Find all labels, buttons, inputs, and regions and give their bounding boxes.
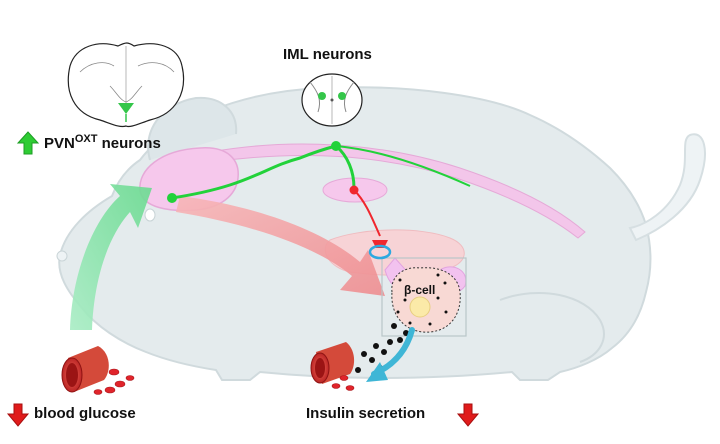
green-up-arrow-icon: [16, 131, 40, 155]
iml-neurons-label: IML neurons: [283, 46, 372, 63]
blood-vessel-icon: [61, 346, 135, 395]
spinal-cord-section-inset: [301, 73, 363, 127]
neurons-text: neurons: [97, 135, 161, 152]
sympathetic-neuron: [349, 185, 392, 260]
beta-cell-nucleus: [409, 296, 431, 318]
cyan-arrowhead: [366, 362, 388, 382]
pvn-text: PVN: [44, 135, 75, 152]
insulin-granules-inside: [396, 273, 448, 326]
brain-shape: [139, 147, 239, 212]
red-curved-arrow: [176, 196, 385, 296]
pvn-oxt-neurons-label: PVNOXT neurons: [44, 133, 161, 152]
oxt-superscript: OXT: [74, 133, 98, 145]
brain-section-inset: [67, 42, 184, 128]
pvn-oxt-neuron-projection: [167, 141, 471, 203]
blood-vessel-icon: [310, 342, 355, 391]
green-curved-arrow: [70, 184, 152, 330]
red-down-arrow-icon: [6, 403, 30, 427]
blood-glucose-label: blood glucose: [34, 405, 136, 422]
red-down-arrow-icon: [456, 403, 480, 427]
beta-cell-label: β-cell: [404, 283, 436, 297]
insulin-secretion-label: Insulin secretion: [306, 405, 426, 422]
beta-cell-box: [381, 257, 467, 337]
